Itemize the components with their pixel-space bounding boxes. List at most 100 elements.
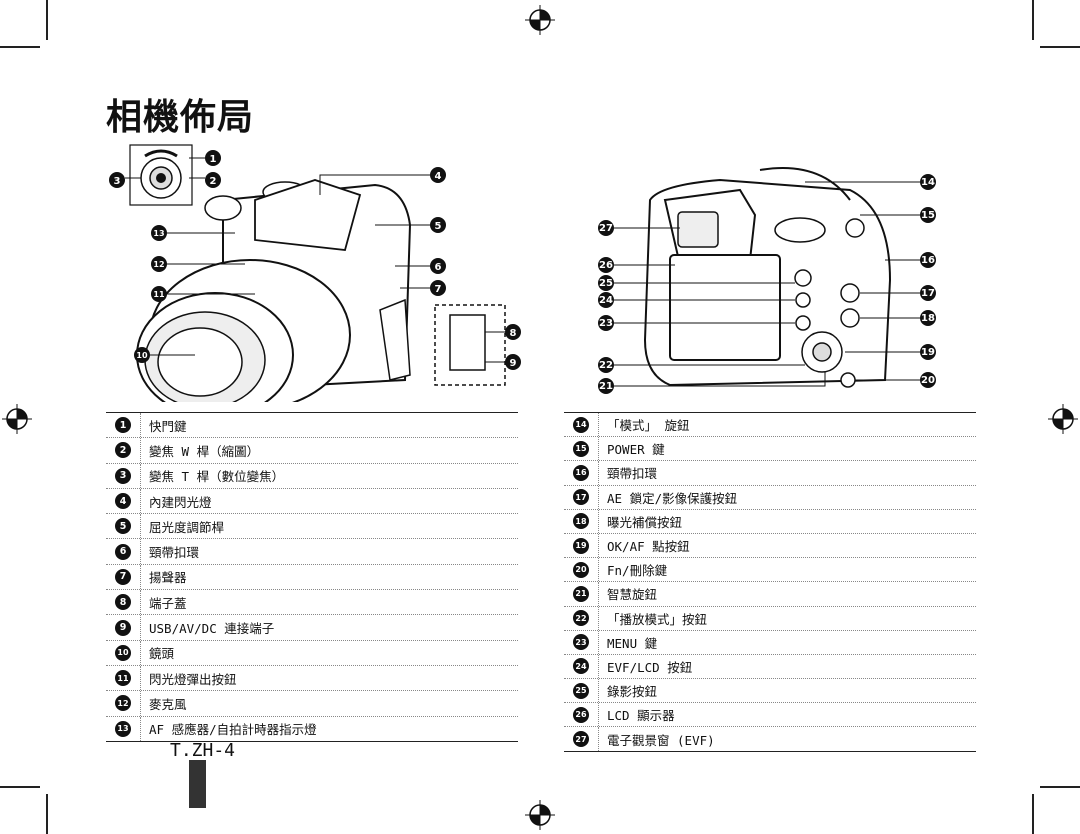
legend-label: 快門鍵 [149, 418, 187, 434]
svg-text:10: 10 [136, 351, 148, 360]
svg-text:21: 21 [599, 381, 613, 392]
svg-text:8: 8 [510, 328, 517, 339]
svg-text:25: 25 [599, 278, 613, 289]
svg-text:27: 27 [599, 223, 613, 234]
crop-mark [0, 46, 40, 48]
legend-item: 4 內建閃光燈 [106, 488, 518, 515]
number-badge-icon: 24 [573, 658, 589, 675]
svg-text:2: 2 [210, 176, 217, 187]
legend-rule [106, 740, 518, 742]
number-badge-icon: 14 [573, 416, 589, 433]
registration-mark-icon [1048, 404, 1078, 434]
number-badge-icon: 21 [573, 585, 589, 602]
legend-item: 22 「播放模式」按鈕 [564, 606, 976, 631]
legend-number: 22 [564, 606, 599, 630]
legend-label: 內建閃光燈 [149, 494, 212, 510]
legend-number: 8 [106, 590, 141, 615]
svg-text:13: 13 [153, 229, 164, 238]
legend-label: EVF/LCD 按鈕 [607, 659, 693, 675]
svg-text:20: 20 [921, 375, 935, 386]
legend-label: 電子觀景窗 (EVF) [607, 732, 715, 748]
legend-item: 27 電子觀景窗 (EVF) [564, 727, 976, 751]
legend-item: 21 智慧旋鈕 [564, 582, 976, 607]
number-badge-icon: 1 [115, 417, 131, 434]
legend-label: 揚聲器 [149, 570, 187, 586]
svg-text:17: 17 [921, 288, 935, 299]
svg-text:22: 22 [599, 360, 613, 371]
legend-number: 7 [106, 564, 141, 590]
legend-number: 26 [564, 703, 599, 727]
crop-mark [1040, 46, 1080, 48]
legend-item: 7 揚聲器 [106, 564, 518, 591]
crop-mark [46, 794, 48, 834]
legend-label: 變焦 W 桿（縮圖） [149, 443, 260, 459]
legend-label: Fn/刪除鍵 [607, 563, 668, 579]
legend-number: 9 [106, 615, 141, 640]
section-tab [189, 760, 206, 808]
number-badge-icon: 9 [115, 619, 131, 636]
crop-mark [1032, 794, 1034, 834]
svg-text:26: 26 [599, 260, 613, 271]
legend-item: 1 快門鍵 [106, 413, 518, 439]
number-badge-icon: 5 [115, 518, 131, 535]
legend-number: 27 [564, 727, 599, 751]
legend-label: 端子蓋 [149, 595, 187, 611]
registration-mark-icon [525, 5, 555, 35]
legend-label: 屈光度調節桿 [149, 519, 225, 535]
legend-item: 8 端子蓋 [106, 590, 518, 616]
legend-label: 鏡頭 [149, 646, 175, 662]
legend-number: 25 [564, 679, 599, 703]
legend-number: 13 [106, 716, 141, 741]
legend-number: 5 [106, 514, 141, 539]
svg-text:6: 6 [435, 262, 442, 273]
legend-label: 「播放模式」按鈕 [607, 611, 708, 627]
legend-number: 17 [564, 485, 599, 509]
number-badge-icon: 17 [573, 489, 589, 506]
legend-rule [564, 412, 976, 413]
legend-label: 閃光燈彈出按鈕 [149, 671, 237, 687]
legend-rule [106, 412, 518, 413]
crop-mark [46, 0, 48, 40]
legend-number: 12 [106, 691, 141, 716]
legend-label: MENU 鍵 [607, 635, 658, 651]
number-badge-icon: 25 [573, 682, 589, 699]
legend-number: 10 [106, 640, 141, 665]
number-badge-icon: 8 [115, 594, 131, 611]
legend-label: 頸帶扣環 [149, 545, 200, 561]
legend-label: 「模式」 旋鈕 [607, 418, 690, 434]
svg-text:5: 5 [435, 221, 442, 232]
svg-text:3: 3 [114, 176, 121, 187]
number-badge-icon: 4 [115, 493, 131, 510]
legend-item: 5 屈光度調節桿 [106, 514, 518, 540]
legend-number: 19 [564, 533, 599, 558]
number-badge-icon: 12 [115, 695, 131, 712]
number-badge-icon: 7 [115, 568, 131, 585]
crop-mark [0, 786, 40, 788]
legend-number: 21 [564, 582, 599, 606]
number-badge-icon: 22 [573, 610, 589, 627]
legend-label: 變焦 T 桿（數位變焦） [149, 469, 285, 485]
legend-label: LCD 顯示器 [607, 708, 675, 724]
legend-item: 10 鏡頭 [106, 640, 518, 666]
legend-number: 16 [564, 461, 599, 485]
legend-label: 智慧旋鈕 [607, 587, 658, 603]
svg-text:14: 14 [921, 177, 935, 188]
number-badge-icon: 16 [573, 464, 589, 481]
legend-number: 18 [564, 509, 599, 533]
number-badge-icon: 13 [115, 720, 131, 737]
legend-number: 24 [564, 654, 599, 679]
number-badge-icon: 10 [115, 644, 131, 661]
camera-front-illustration: 1 2 3 4 5 6 7 8 9 10 11 12 13 [109, 144, 521, 402]
